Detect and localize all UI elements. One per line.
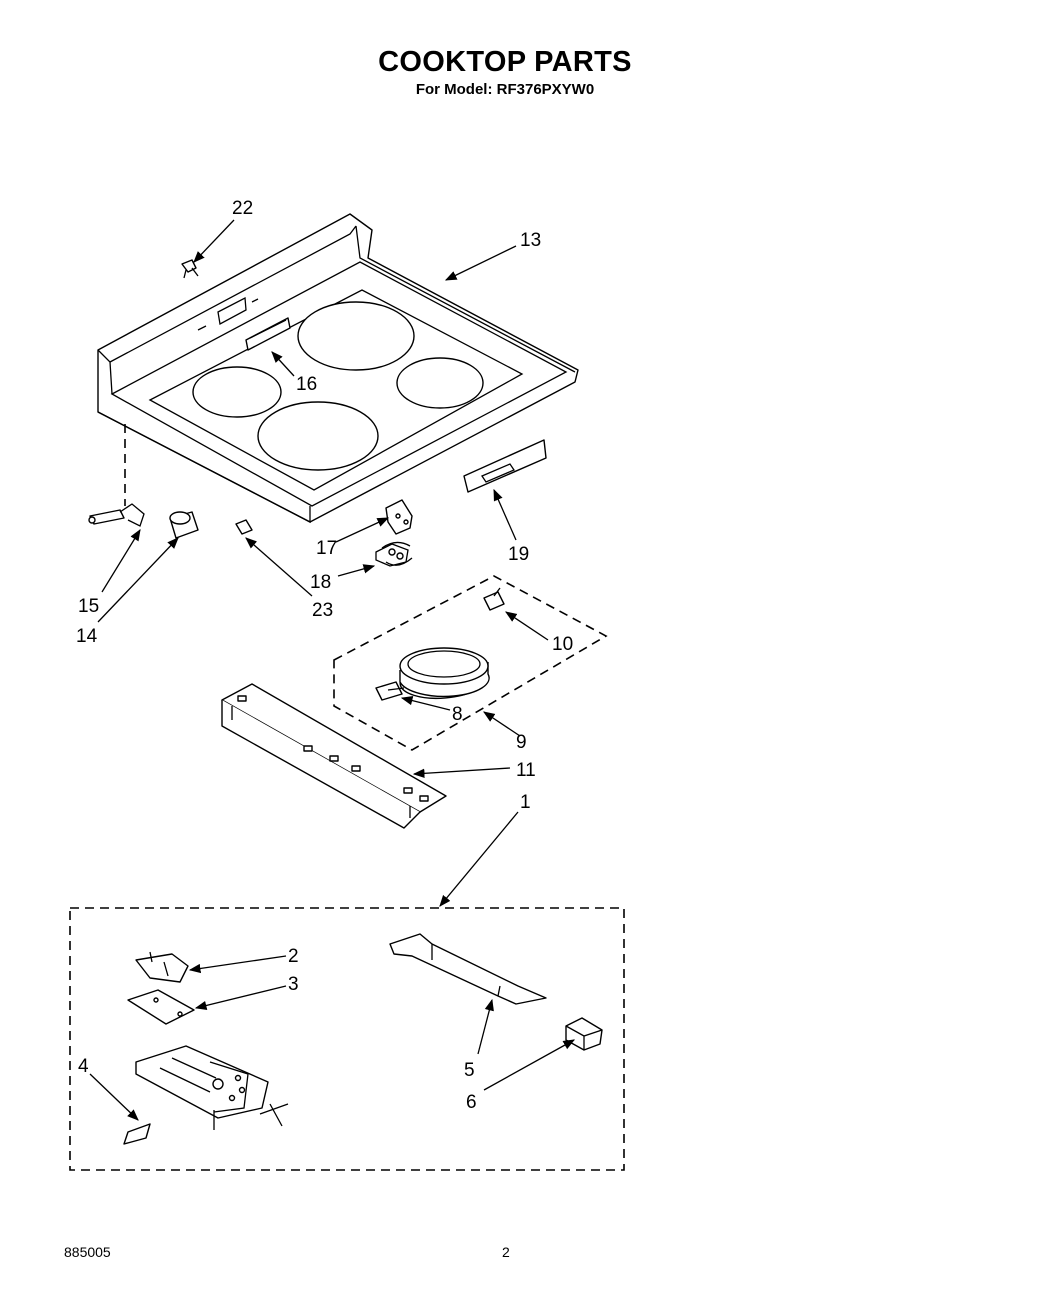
indicator-lens-16: [245, 317, 291, 351]
callout-14: 14: [76, 626, 98, 647]
document-number: 885005: [64, 1244, 111, 1260]
control-bracket: [135, 1045, 289, 1130]
page-title: COOKTOP PARTS: [378, 46, 632, 78]
callout-3: 3: [288, 974, 299, 995]
callout-19: 19: [508, 544, 529, 565]
bracket-5: [389, 933, 547, 1005]
clip-4: [123, 1123, 151, 1145]
knob-14: [169, 511, 199, 539]
kit-box-1: [69, 907, 625, 1171]
callout-16: 16: [296, 374, 317, 395]
callout-18: 18: [310, 572, 331, 593]
channel-11: [221, 683, 447, 829]
wire-harness-15: [88, 503, 145, 527]
insulator-3: [127, 989, 195, 1025]
callout-9: 9: [516, 732, 527, 753]
callout-22: 22: [232, 198, 253, 219]
leader-lines: [89, 219, 576, 1121]
burner-elements: [192, 301, 484, 471]
callout-4: 4: [78, 1056, 89, 1077]
callout-1: 1: [520, 792, 531, 813]
terminal-block-18: [375, 541, 413, 567]
terminal-8: [375, 681, 405, 701]
callout-2: 2: [288, 946, 299, 967]
callout-10: 10: [552, 634, 573, 655]
callout-labels: 22 13 16 17 18 19 15 14 23 10 8 9 11 1 2…: [76, 198, 573, 1113]
callout-13: 13: [520, 230, 541, 251]
model-subtitle: For Model: RF376PXYW0: [415, 81, 595, 98]
callout-6: 6: [466, 1092, 477, 1113]
grommet-23: [235, 519, 253, 535]
clip-10: [483, 587, 505, 611]
block-6: [565, 1017, 603, 1051]
callout-11: 11: [516, 760, 536, 781]
switch-2: [135, 951, 189, 983]
callout-17: 17: [316, 538, 337, 559]
bracket-17: [385, 499, 413, 535]
element-assembly-9: [333, 575, 608, 751]
page-number: 2: [502, 1244, 510, 1260]
callout-5: 5: [464, 1060, 475, 1081]
clip-22: [181, 259, 199, 279]
callout-15: 15: [78, 596, 99, 617]
callout-8: 8: [452, 704, 463, 725]
callout-23: 23: [312, 600, 333, 621]
support-bracket-19: [463, 439, 547, 493]
